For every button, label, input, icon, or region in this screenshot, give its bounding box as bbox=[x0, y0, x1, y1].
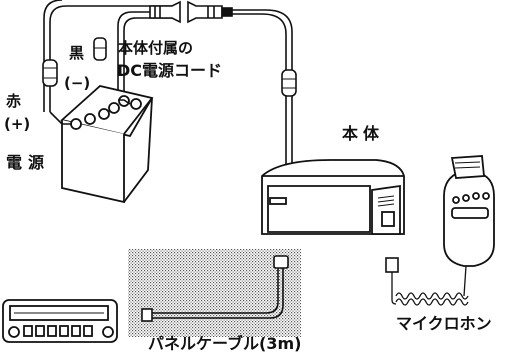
microphone-curly-cord bbox=[391, 265, 469, 306]
positive-label: (+) bbox=[4, 115, 31, 133]
microphone-label: マイクロホン bbox=[396, 314, 492, 333]
main-unit-label: 本体 bbox=[342, 124, 385, 143]
panel-cable bbox=[152, 268, 284, 319]
red-wire-label: 赤 bbox=[6, 92, 22, 110]
black-wire-label: 黒 bbox=[69, 44, 85, 62]
front-panel bbox=[2, 299, 118, 343]
panel-cable-label: パネルケーブル(3m) bbox=[148, 334, 302, 353]
negative-label: (−) bbox=[64, 74, 91, 92]
dc-cord-label-line1: 本体付属の bbox=[118, 39, 194, 57]
fuse-holder-black bbox=[93, 37, 107, 61]
power-source-label: 電源 bbox=[6, 153, 51, 172]
fuse-holder-right bbox=[281, 69, 297, 97]
dc-power-cord bbox=[43, 0, 293, 170]
microphone-illustration bbox=[443, 155, 495, 267]
cord-connector bbox=[149, 0, 233, 24]
battery bbox=[60, 85, 154, 204]
panel-cable-plug-left bbox=[141, 308, 153, 322]
main-unit bbox=[261, 159, 405, 235]
microphone-plug bbox=[385, 257, 399, 273]
fuse-holder-red bbox=[42, 59, 58, 87]
panel-cable-plug-top bbox=[273, 255, 289, 269]
panel-cable-area bbox=[128, 249, 301, 337]
dc-cord-label-line2: DC電源コード bbox=[117, 61, 223, 80]
